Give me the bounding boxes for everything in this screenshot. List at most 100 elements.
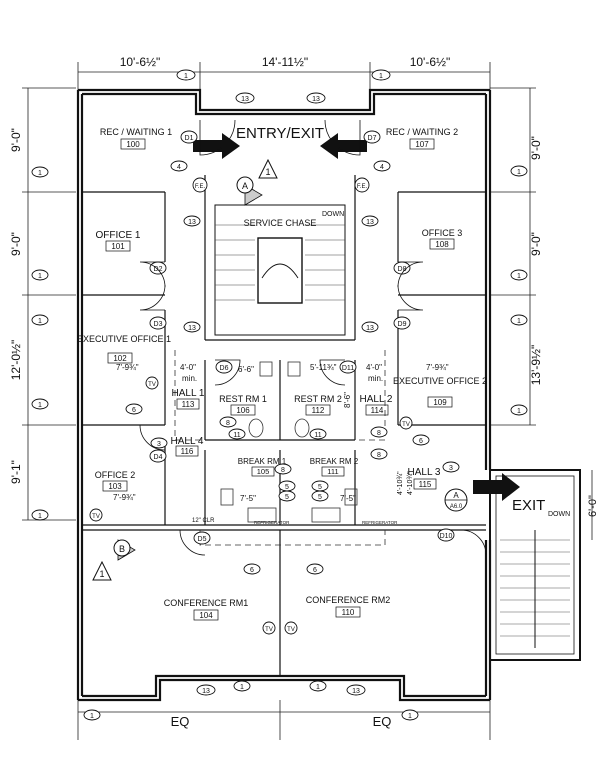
dim-right-2: 9'-0" (529, 232, 543, 256)
svg-text:8: 8 (377, 452, 381, 459)
keynote-1-bottom-right: 1 (401, 709, 419, 721)
keynote-13-top-left: 13 (235, 92, 255, 104)
keynote-1-right-a: 1 (510, 165, 528, 177)
keynote-1-left-b: 1 (31, 269, 49, 281)
keynote-10-a: 8 (370, 426, 388, 438)
svg-text:1: 1 (517, 169, 521, 176)
svg-text:D1: D1 (185, 135, 194, 142)
svg-text:OFFICE 2: OFFICE 2 (95, 470, 136, 480)
svg-text:REC / WAITING 1: REC / WAITING 1 (100, 127, 172, 137)
svg-text:TV: TV (265, 627, 273, 633)
svg-text:REC / WAITING 2: REC / WAITING 2 (386, 127, 458, 137)
door-tag-d9: D9 (393, 316, 411, 330)
dim-top-right: 10'-6½" (410, 55, 451, 69)
keynote-1-left-d: 1 (31, 398, 49, 410)
dim-top-left: 10'-6½" (120, 55, 161, 69)
dim-left-4: 9'-1" (9, 460, 23, 484)
svg-text:3: 3 (449, 465, 453, 472)
door-tag-d8: D8 (393, 261, 411, 275)
stair-down-label: DOWN (322, 211, 344, 218)
svg-text:D11: D11 (342, 365, 354, 372)
room-conference-rm2: CONFERENCE RM2 110 (306, 595, 391, 618)
svg-text:TV: TV (148, 382, 156, 388)
keynote-6-left: 5 (278, 480, 296, 492)
svg-text:13: 13 (202, 688, 210, 695)
svg-text:D6: D6 (220, 365, 229, 372)
keynote-3-b: 3 (442, 461, 460, 473)
svg-text:1: 1 (38, 513, 42, 520)
svg-text:CONFERENCE RM1: CONFERENCE RM1 (164, 598, 249, 608)
svg-text:B: B (119, 544, 125, 554)
min-left: min. (182, 374, 197, 383)
svg-text:11: 11 (314, 432, 321, 439)
exterior-walls (76, 88, 492, 702)
svg-text:BREAK RM 1: BREAK RM 1 (238, 457, 287, 466)
svg-text:D7: D7 (368, 135, 377, 142)
svg-text:D5: D5 (198, 536, 207, 543)
svg-text:REST RM 1: REST RM 1 (219, 394, 267, 404)
keynote-13-stair-low-right: 13 (361, 321, 379, 333)
svg-text:1: 1 (316, 684, 320, 691)
exit-arrow-icon (473, 473, 520, 501)
svg-text:BREAK RM 2: BREAK RM 2 (310, 457, 359, 466)
svg-text:108: 108 (435, 240, 449, 249)
hall-width-left: 4'-0" (180, 363, 196, 372)
fe-tag-right: F.E. (354, 177, 370, 193)
interior-dimension-notes: 4'-0" min. 4'-0" min. 7'-9¾" 7'-9¾" 6'-6… (113, 363, 449, 525)
dim-right-3: 13'-9½" (529, 345, 543, 386)
keynote-13-bottom-left: 13 (196, 684, 216, 696)
hall3-dim-2: 4'-10¾" (407, 471, 414, 495)
keynote-1-right-d: 1 (510, 404, 528, 416)
svg-text:1: 1 (38, 402, 42, 409)
restroom-width-left: 6'-6" (238, 365, 254, 374)
dim-bottom-left: EQ (171, 714, 190, 729)
svg-text:1: 1 (90, 713, 94, 720)
exec-width-left: 7'-9¾" (116, 363, 139, 372)
svg-text:11: 11 (233, 432, 240, 439)
svg-text:1: 1 (38, 170, 42, 177)
keynote-7-right: 6 (412, 434, 430, 446)
svg-text:13: 13 (352, 688, 360, 695)
keynote-1-right-b: 1 (510, 269, 528, 281)
keynote-10-b: 8 (274, 463, 292, 475)
svg-text:116: 116 (181, 447, 194, 456)
dim-top-center: 14'-11½" (262, 55, 308, 69)
tv-tag-exec-right: TV (399, 416, 413, 430)
svg-text:REST RM 2: REST RM 2 (294, 394, 342, 404)
keynote-1-left-e: 1 (31, 509, 49, 521)
svg-text:8: 8 (281, 467, 285, 474)
svg-text:F.E.: F.E. (357, 184, 368, 190)
exit-label: EXIT (512, 497, 545, 514)
svg-text:111: 111 (327, 467, 338, 476)
keynote-7-conf-right: 6 (306, 563, 324, 575)
svg-text:CONFERENCE RM2: CONFERENCE RM2 (306, 595, 391, 605)
svg-text:100: 100 (126, 140, 140, 149)
dim-left-3: 12'-0½" (9, 340, 23, 381)
exit-stair: DOWN (489, 469, 581, 661)
svg-text:110: 110 (342, 608, 355, 617)
break-width-right: 7'-5" (340, 494, 356, 503)
svg-text:1: 1 (408, 713, 412, 720)
svg-text:13: 13 (188, 219, 196, 226)
keynote-13-stair-left: 13 (183, 215, 201, 227)
svg-text:1: 1 (265, 167, 270, 177)
exit-stair-down-label: DOWN (548, 511, 570, 518)
hall3-dim-1: 4'-10¾" (397, 471, 404, 495)
svg-text:102: 102 (113, 354, 127, 363)
svg-text:101: 101 (111, 242, 125, 251)
door-tag-d1: D1 (180, 130, 198, 144)
keynote-13-stair-low-left: 13 (183, 321, 201, 333)
bottom-dimension-line: EQ EQ (77, 700, 491, 740)
section-marker-b-1: B 1 (92, 539, 136, 581)
